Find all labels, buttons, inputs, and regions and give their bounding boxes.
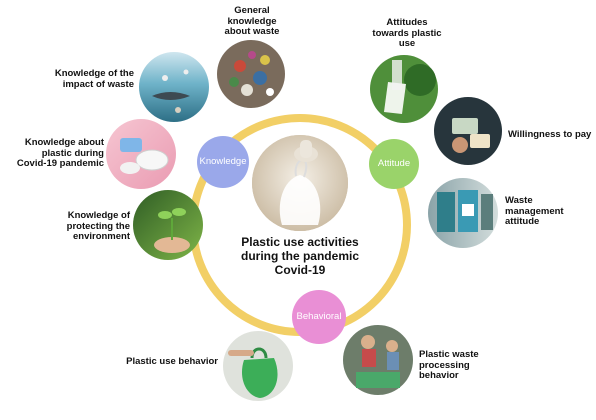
photo-plastic-use-behavior <box>223 331 293 401</box>
knowledge-label: Knowledge <box>199 156 247 167</box>
label-plastic-waste-processing: Plastic waste processing behavior <box>419 349 479 382</box>
photo-plastic-covid <box>106 119 176 189</box>
label-plastic-covid: Knowledge about plastic during Covid-19 … <box>16 137 104 170</box>
label-willingness-to-pay: Willingness to pay <box>508 129 592 140</box>
center-photo <box>252 135 348 231</box>
label-general-knowledge: General knowledge about waste <box>224 5 280 38</box>
photo-impact-of-waste <box>139 52 209 122</box>
label-protecting-environment: Knowledge of protecting the environment <box>66 210 130 243</box>
attitude-label: Attitude <box>377 158 411 169</box>
label-plastic-use-behavior: Plastic use behavior <box>126 356 218 367</box>
photo-willingness-to-pay <box>434 97 502 165</box>
photo-waste-management <box>428 178 498 248</box>
attitude-circle <box>369 139 419 189</box>
label-impact-of-waste: Knowledge of the impact of waste <box>54 68 134 90</box>
photo-plastic-waste-processing <box>343 325 413 395</box>
behavioral-circle <box>292 290 346 344</box>
label-attitudes-plastic: Attitudes towards plastic use <box>372 17 442 50</box>
label-waste-management: Waste management attitude <box>505 195 564 228</box>
photo-protecting-environment <box>133 190 203 260</box>
photo-general-knowledge <box>217 40 285 108</box>
center-title: Plastic use activities during the pandem… <box>240 235 359 277</box>
photo-attitudes-plastic <box>370 55 438 123</box>
knowledge-circle <box>197 136 249 188</box>
behavioral-label: Behavioral <box>296 311 342 322</box>
